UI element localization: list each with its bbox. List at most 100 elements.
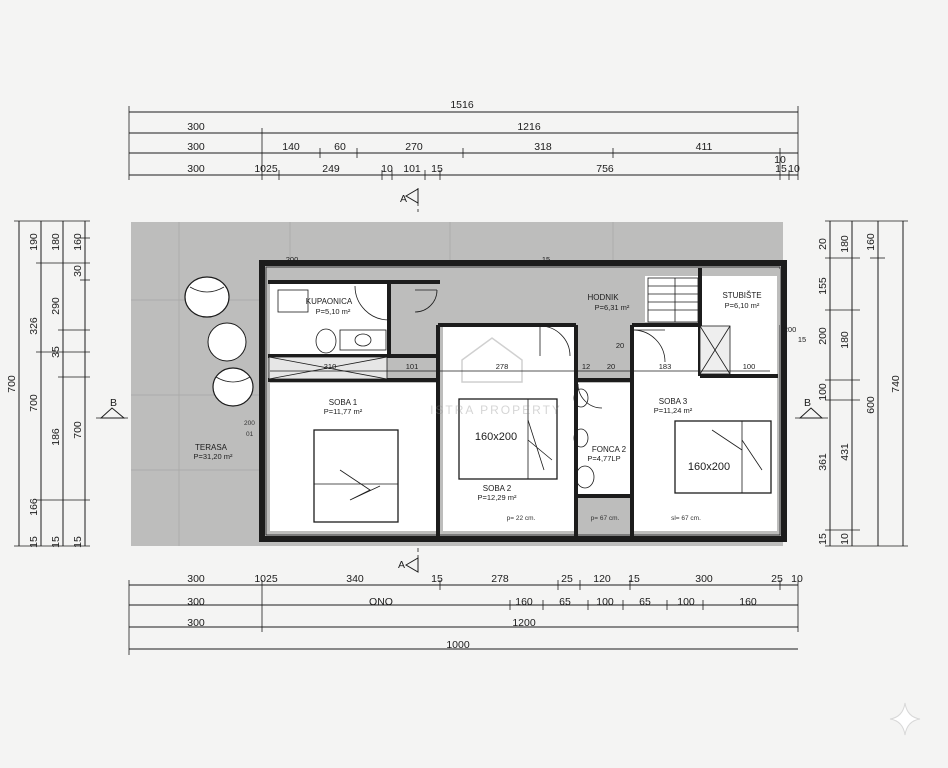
dim-bot-3-a: 300: [187, 617, 205, 629]
dim-bot-1-i: 300: [695, 573, 713, 585]
dim-right-2-b: 180: [839, 331, 851, 349]
dim-right-2-d: 10: [839, 533, 851, 545]
dim-top-4-e: 101: [403, 163, 421, 175]
dim-bot-3-b: 1200: [512, 617, 536, 629]
inner-dim-5: 20: [607, 362, 615, 371]
room-terasa-name: TERASA: [195, 443, 228, 452]
room-soba3-area: P=11,24 m²: [654, 406, 693, 415]
dim-bot-1-h: 15: [628, 573, 640, 585]
dim-left-3-c: 35: [50, 346, 62, 358]
dim-bot-1-b: 1025: [254, 573, 278, 585]
dim-bot-2-a: 300: [187, 596, 205, 608]
dim-bot-2-d: 65: [559, 596, 571, 608]
dim-top-2-a: 300: [187, 121, 205, 133]
notes: p= 22 cm. p= 67 cm. sl= 67 cm. 200 01: [244, 420, 701, 522]
note-door-01: 01: [246, 431, 254, 438]
room-fonca-area: P=4,77LP: [587, 454, 620, 463]
beds: [313, 398, 772, 523]
doors: [354, 285, 666, 409]
inner-dim-1: 310: [324, 362, 337, 371]
watermark-text: ISTRA PROPERTY: [430, 403, 562, 417]
inner-dim-10: 15: [798, 335, 806, 344]
dim-bot-2-b: ONO: [369, 596, 393, 608]
dim-right-1-b: 155: [817, 277, 829, 295]
room-stubiste-area: P=6,10 m²: [725, 301, 760, 310]
room-terasa-area: P=31,20 m²: [194, 452, 233, 461]
top-dimensions: 1516 300 1216 300 140 60 270 318 411 10 …: [128, 99, 800, 180]
dim-left-1: 700: [6, 375, 18, 393]
dim-left-2-c: 700: [28, 394, 40, 412]
inner-dim-11: 200: [286, 255, 299, 264]
room-labels: KUPAONICA P=5,10 m² HODNIK P=6,31 m² STU…: [194, 291, 762, 502]
dim-right-2-c: 431: [839, 443, 851, 461]
dim-bot-1-k: 10: [791, 573, 803, 585]
room-hodnik-name: HODNIK: [587, 293, 619, 302]
dim-bot-2-h: 160: [739, 596, 757, 608]
dim-top-4-b: 1025: [254, 163, 278, 175]
room-fonca-name: FONCA 2: [592, 445, 627, 454]
dim-left-2-a: 190: [28, 233, 40, 251]
note-floor-3: sl= 67 cm.: [671, 515, 701, 522]
building: ISTRA PROPERTY KUPAONICA P=5,10 m² HODNI…: [131, 222, 806, 546]
room-soba1-area: P=11,77 m²: [324, 407, 363, 416]
inner-dimensions: 310 101 278 12 20 183 100 200 20 15 200 …: [270, 255, 806, 372]
room-soba3-name: SOBA 3: [659, 397, 688, 406]
room-soba2-name: SOBA 2: [483, 484, 512, 493]
dim-top-3-f: 411: [696, 141, 713, 153]
dim-right-1-d: 100: [817, 383, 829, 401]
dim-bot-2-c: 160: [515, 596, 533, 608]
inner-dim-6: 183: [659, 362, 672, 371]
section-markers: A A B B: [96, 188, 828, 573]
section-b-right: B: [804, 397, 811, 409]
dim-bot-2-e: 100: [596, 596, 614, 608]
room-soba2-area: P=12,29 m²: [478, 493, 517, 502]
inner-dim-2: 101: [406, 362, 419, 371]
dim-left-3-d: 186: [50, 428, 62, 446]
left-dimensions: 700 190 326 700 166 15 180 290 35 186 15…: [6, 220, 90, 548]
inner-dim-7: 100: [743, 362, 756, 371]
dim-right-3-b: 600: [865, 396, 877, 414]
dim-bot-1-g: 120: [593, 573, 611, 585]
dim-top-3-g: 10: [774, 154, 786, 166]
dim-right-4: 740: [890, 375, 902, 393]
dim-bot-4-total: 1000: [446, 639, 470, 651]
dim-right-3-a: 160: [865, 233, 877, 251]
dim-bot-1-d: 15: [431, 573, 443, 585]
inner-dim-8: 200: [784, 325, 797, 334]
inner-dim-12: 15: [542, 255, 550, 264]
dim-top-3-b: 140: [282, 141, 300, 153]
dim-bot-2-g: 100: [677, 596, 695, 608]
dim-left-4-b: 30: [72, 265, 84, 277]
section-a-top: A: [400, 193, 407, 205]
dim-bot-1-a: 300: [187, 573, 205, 585]
stairs: [647, 277, 731, 375]
dim-bot-1-c: 340: [346, 573, 364, 585]
dim-right-1-c: 200: [817, 327, 829, 345]
dim-top-4-f: 15: [431, 163, 443, 175]
terrace-furniture: [184, 276, 254, 407]
dim-bot-1-e: 278: [491, 573, 509, 585]
dim-left-3-b: 290: [50, 297, 62, 315]
dim-right-2-a: 180: [839, 235, 851, 253]
dim-left-2-e: 15: [28, 536, 40, 548]
dim-left-3-a: 180: [50, 233, 62, 251]
dim-top-3-c: 60: [334, 141, 346, 153]
dim-top-2-b: 1216: [517, 121, 541, 133]
dim-right-1-f: 15: [817, 533, 829, 545]
section-b-left: B: [110, 397, 117, 409]
dim-left-4-a: 160: [72, 233, 84, 251]
dim-left-2-d: 166: [28, 498, 40, 516]
bottom-dimensions: 300 1025 340 15 278 25 120 15 300 25 10 …: [128, 573, 803, 655]
dim-right-1-e: 361: [817, 453, 829, 471]
sparkle-icon: [889, 702, 921, 736]
room-kupaonica-name: KUPAONICA: [306, 297, 353, 306]
dim-right-1-a: 20: [817, 238, 829, 250]
dim-top-3-e: 318: [534, 141, 552, 153]
dim-top-4-d: 10: [381, 163, 393, 175]
dim-top-4-g: 756: [596, 163, 614, 175]
note-floor-1: p= 22 cm.: [507, 515, 536, 522]
dim-left-2-b: 326: [28, 317, 40, 335]
inner-dim-4: 12: [582, 362, 590, 371]
